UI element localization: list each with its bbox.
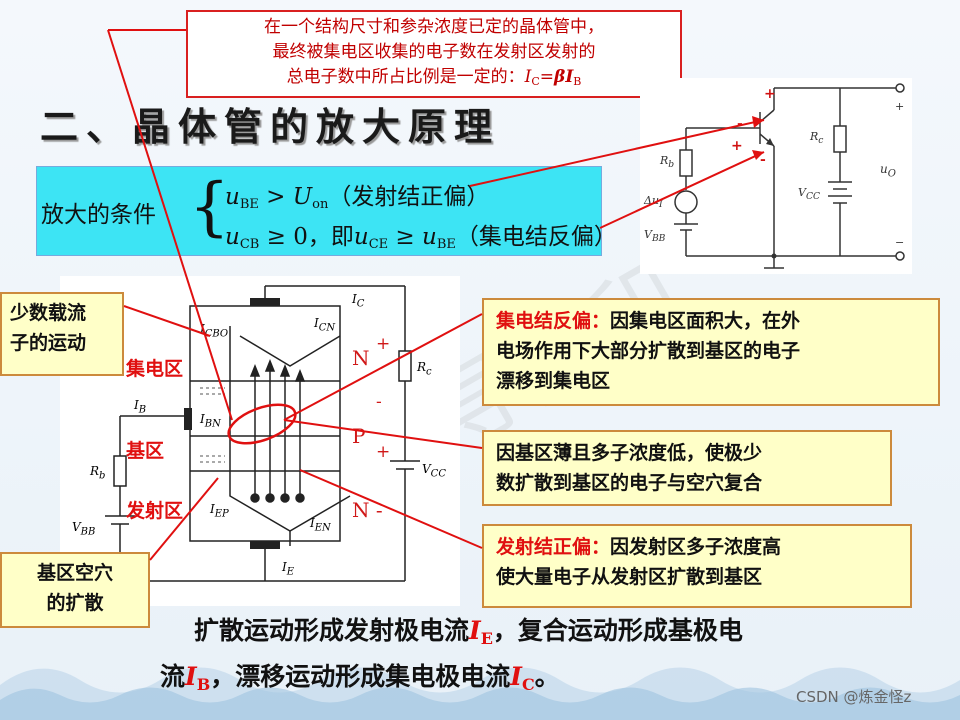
- label-rb: Rb: [90, 464, 106, 482]
- label-base-hole-diffusion: 基区空穴 的扩散: [0, 552, 150, 628]
- ratio-note: 在一个结构尺寸和参杂浓度已定的晶体管中， 最终被集电区收集的电子数在发射区发射的…: [186, 10, 682, 98]
- circuit-plus-1: +: [764, 86, 776, 102]
- callout-collector-reverse: 集电结反偏：因集电区面积大，在外 电场作用下大部分扩散到基区的电子 漂移到集电区: [482, 298, 940, 406]
- condition-box: 放大的条件 { uBE > Uon（发射结正偏） uCB ≥ 0，即uCE ≥ …: [36, 166, 617, 256]
- circuit-minus-2: -: [760, 152, 766, 168]
- circuit-plus-2: +: [731, 138, 743, 154]
- condition-line-2: uCB ≥ 0，即uCE ≥ uBE（集电结反偏）: [225, 224, 617, 252]
- summary-text: 扩散运动形成发射极电流IE，复合运动形成基极电 流IB，漂移运动形成集电极电流I…: [160, 616, 743, 694]
- region-n-bottom: N -: [352, 498, 383, 522]
- minus-a: -: [376, 392, 382, 412]
- region-n-top: N: [352, 346, 370, 370]
- label-ie: IE: [282, 560, 295, 578]
- circuit-minus-1: -: [737, 116, 743, 132]
- label-ib: IB: [134, 398, 147, 416]
- region-p: P: [352, 424, 366, 448]
- amplifier-circuit: + - + - Rb Rc ΔuI VBB VCC uO + −: [640, 78, 912, 274]
- circuit-vcc-label: VCC: [798, 186, 820, 203]
- label-icbo: ICBO: [200, 322, 229, 340]
- circuit-vbb-label: VBB: [644, 228, 666, 245]
- plus-b: +: [376, 442, 391, 462]
- label-ic: IC: [352, 292, 365, 310]
- label-emitter-region: 发射区: [126, 500, 184, 522]
- callout-base-recombination: 因基区薄且多子浓度低，使极少 数扩散到基区的电子与空穴复合: [482, 430, 892, 506]
- label-base-region: 基区: [126, 440, 165, 462]
- page-title: 二、晶体管的放大原理: [40, 104, 501, 149]
- condition-label: 放大的条件: [41, 202, 156, 228]
- label-collector-region: 集电区: [126, 358, 184, 380]
- note-line-3: 总电子数中所占比例是一定的：IC=βIB: [286, 67, 582, 88]
- credit: CSDN @炼金怪z: [796, 688, 912, 706]
- circuit-rb-label: Rb: [660, 154, 675, 171]
- circuit-uo-label: uO: [880, 162, 896, 180]
- plus-a: +: [376, 334, 391, 354]
- brace: {: [189, 170, 230, 244]
- label-minority-carriers: 少数载流 子的运动: [0, 292, 124, 376]
- label-vcc: VCC: [422, 462, 446, 480]
- wave-decoration: [0, 667, 960, 720]
- label-ibn: IBN: [200, 412, 221, 430]
- label-icn: ICN: [314, 316, 336, 334]
- label-iep: IEP: [210, 502, 229, 520]
- label-ien: IEN: [310, 516, 331, 534]
- note-line-2: 最终被集电区收集的电子数在发射区发射的: [272, 42, 596, 62]
- callout-emitter-forward: 发射结正偏：因发射区多子浓度高 使大量电子从发射区扩散到基区: [482, 524, 912, 608]
- circuit-out-minus: −: [895, 236, 905, 249]
- circuit-schematic: [674, 83, 905, 269]
- circuit-out-plus: +: [895, 100, 905, 113]
- condition-line-1: uBE > Uon（发射结正偏）: [225, 184, 490, 212]
- note-line-1: 在一个结构尺寸和参杂浓度已定的晶体管中，: [264, 17, 604, 37]
- label-rc: Rc: [417, 360, 432, 378]
- circuit-rc-label: Rc: [810, 130, 824, 147]
- circuit-du-label: ΔuI: [644, 194, 663, 211]
- label-vbb: VBB: [72, 520, 96, 538]
